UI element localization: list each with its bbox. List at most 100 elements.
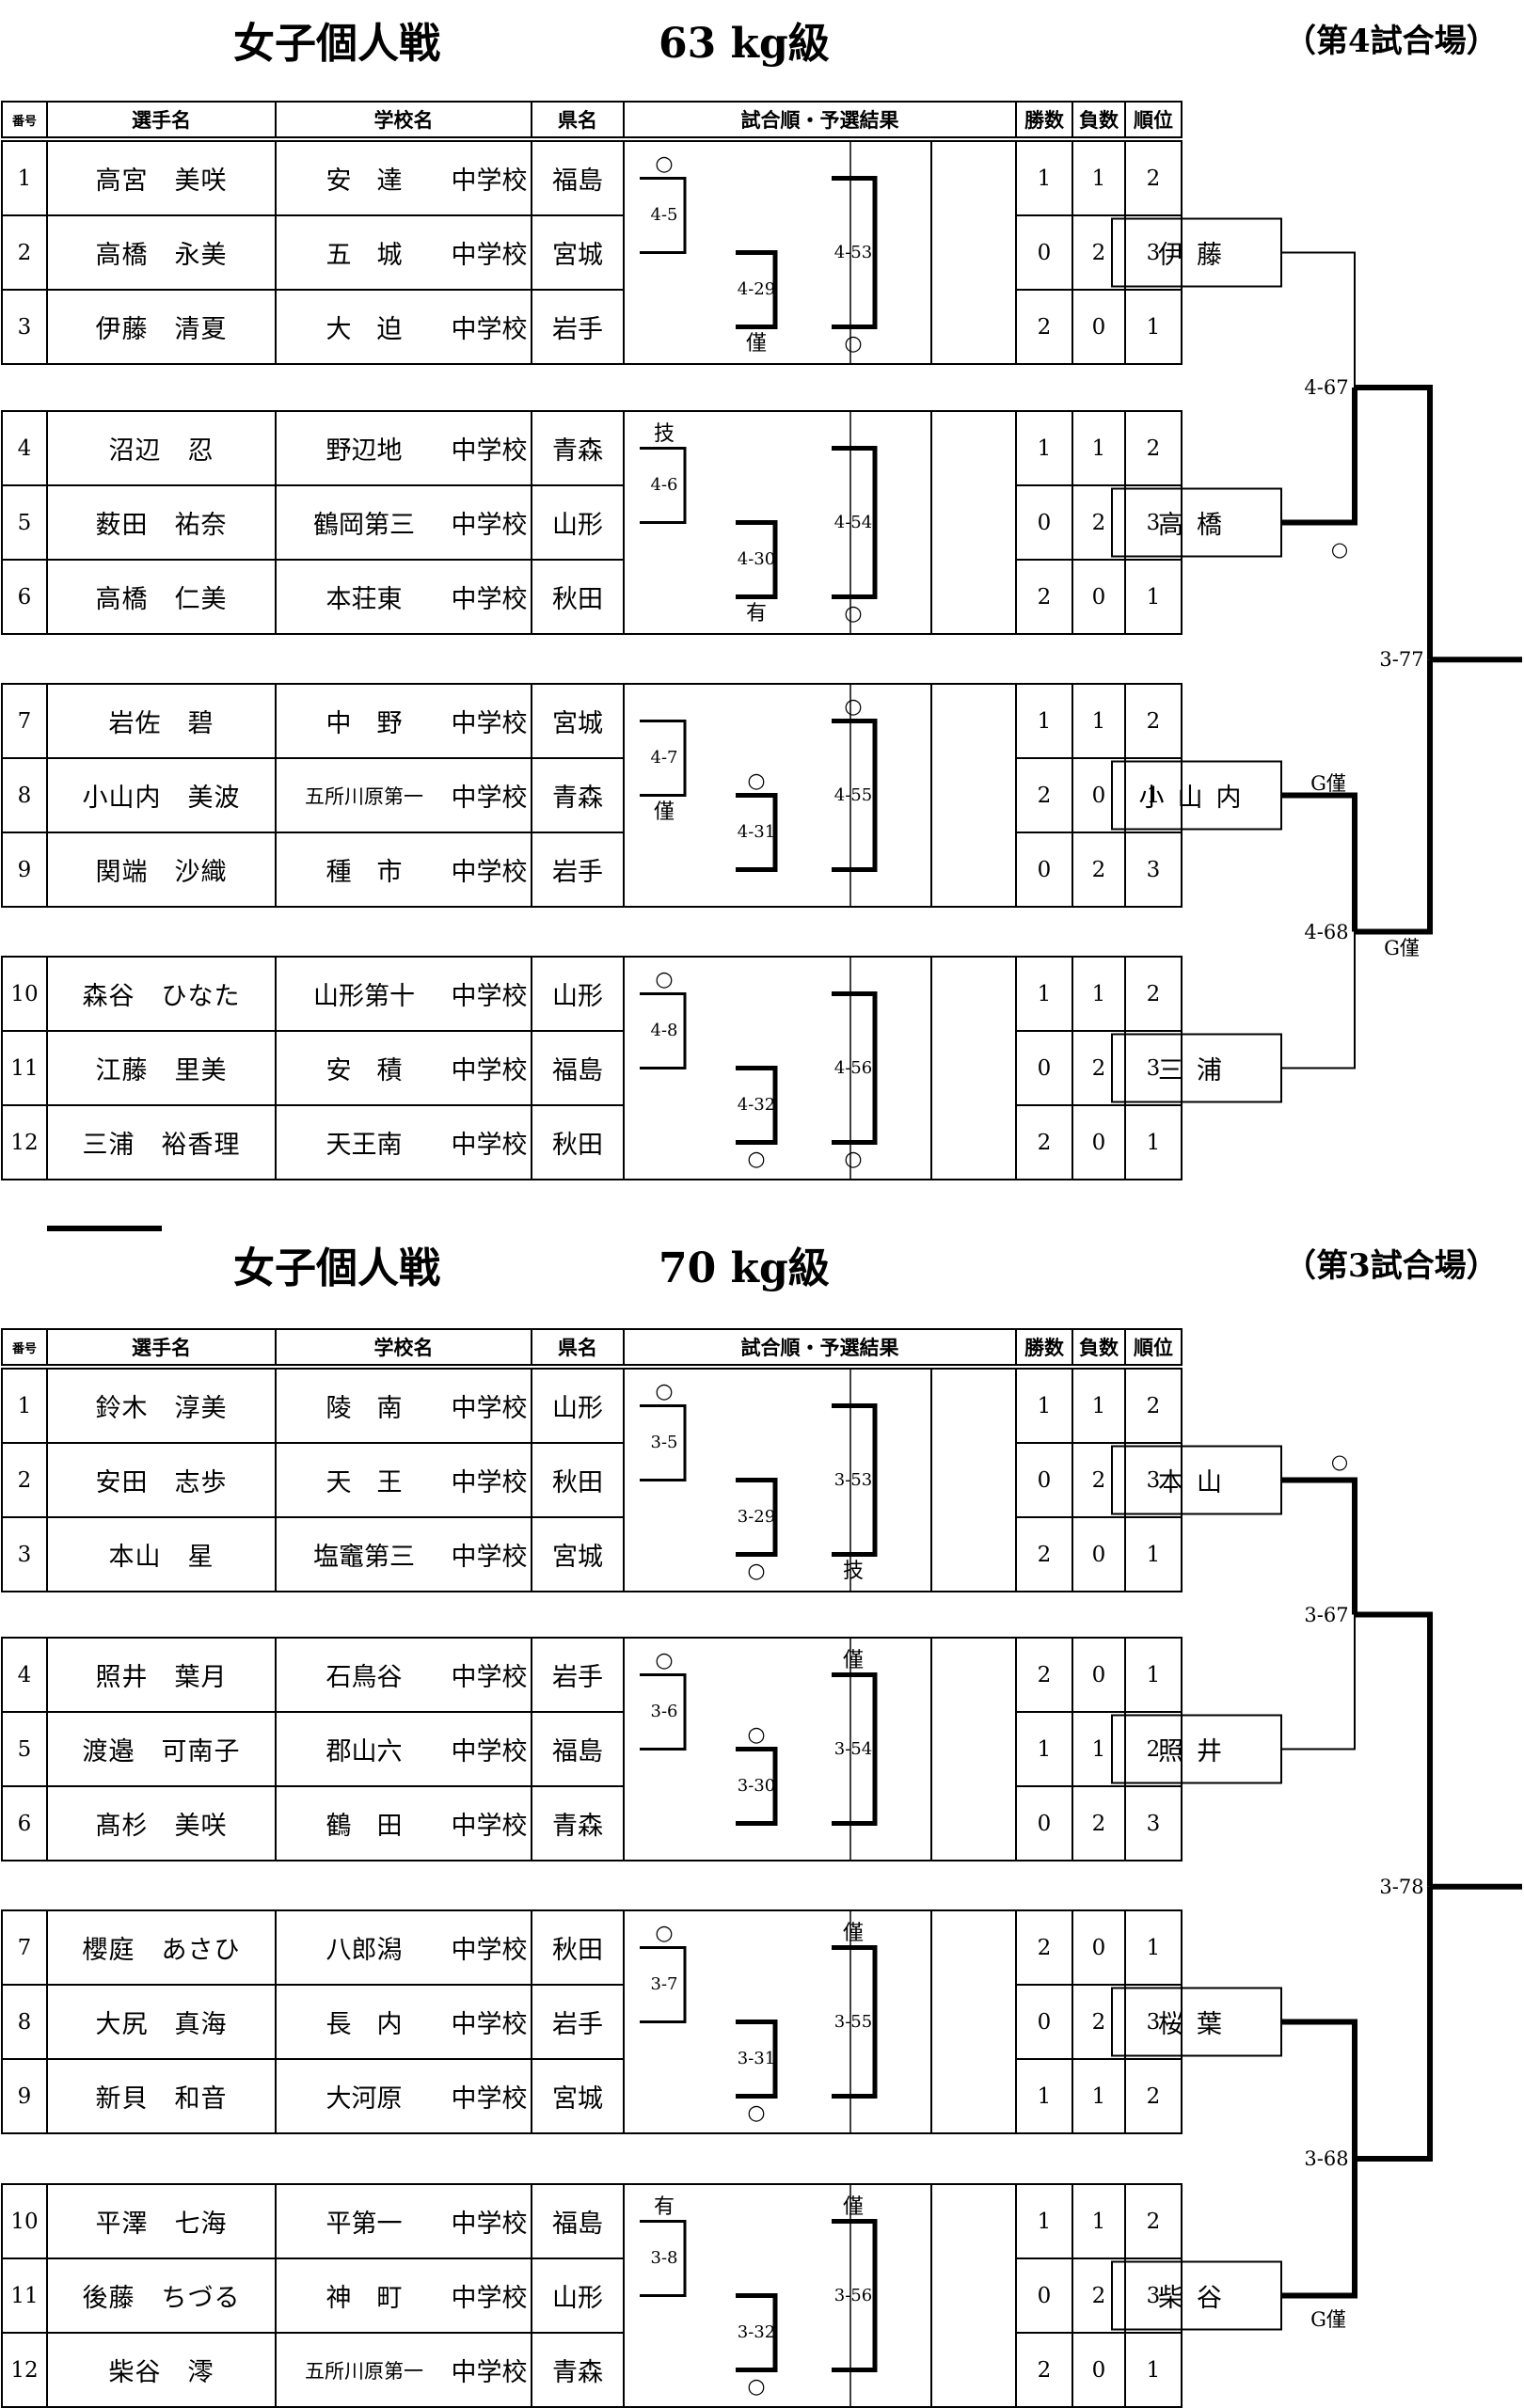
loss-count: 2 [1091, 2283, 1106, 2308]
group-table [1, 1637, 1183, 1861]
header-name: 選手名 [132, 1336, 191, 1359]
rank: 3 [1146, 1055, 1161, 1081]
match-bracket-3 [832, 176, 878, 329]
rank: 1 [1146, 783, 1161, 808]
semi-line [1281, 1614, 1356, 1751]
prefecture: 青森 [552, 2358, 603, 2387]
finalist-name: 照井 [1158, 1737, 1235, 1766]
player-number: 12 [10, 1130, 39, 1155]
match-bracket-2 [736, 1478, 778, 1557]
match-result-bottom: 僅 [745, 331, 768, 356]
win-count: 1 [1037, 981, 1052, 1006]
loss-count: 0 [1091, 314, 1106, 340]
school-suffix: 中学校 [451, 1663, 528, 1692]
rank: 2 [1146, 1393, 1161, 1418]
final-code: 3-78 [1379, 1875, 1424, 1898]
prefecture: 福島 [552, 2210, 603, 2239]
school-name: 石鳥谷 [325, 1663, 403, 1692]
school-name: 天王南 [325, 1131, 403, 1160]
rank: 2 [1146, 436, 1161, 461]
match-result-bottom: 有 [745, 601, 768, 626]
match-result-top: ○ [747, 1722, 766, 1747]
win-count: 1 [1037, 2209, 1052, 2234]
school-suffix: 中学校 [451, 2210, 528, 2239]
loss-count: 1 [1091, 2083, 1106, 2109]
prefecture: 岩手 [552, 858, 603, 887]
prefecture: 宮城 [552, 1543, 603, 1572]
semi-line [1281, 931, 1356, 1069]
group-table [1, 1368, 1183, 1592]
player-name: 高橋 永美 [95, 241, 228, 270]
player-number: 3 [17, 314, 32, 340]
school-name: 五所川原第一 [305, 2359, 423, 2383]
group-table [1, 410, 1183, 635]
player-name: 高橋 仁美 [95, 585, 228, 614]
school-suffix: 中学校 [451, 982, 528, 1011]
semi-result: G僅 [1384, 936, 1420, 959]
player-number: 3 [17, 1542, 32, 1567]
loss-count: 0 [1091, 1130, 1106, 1155]
match-result-top: ○ [655, 1648, 674, 1672]
prefecture: 宮城 [552, 709, 603, 738]
match-bracket-3 [832, 1403, 878, 1557]
match-code: 4-7 [650, 748, 678, 768]
match-bracket-3 [832, 446, 878, 599]
match-result-top: 僅 [842, 1921, 865, 1945]
player-number: 1 [17, 166, 32, 191]
win-count: 2 [1037, 1542, 1052, 1567]
match-bracket-1 [640, 1946, 687, 2023]
school-suffix: 中学校 [451, 709, 528, 738]
finalist-name: 小山内 [1138, 784, 1255, 813]
match-code: 3-56 [833, 2285, 873, 2305]
prefecture: 山形 [552, 511, 603, 540]
win-count: 1 [1037, 1393, 1052, 1418]
match-result-top: 技 [653, 421, 675, 446]
player-number: 4 [17, 1662, 32, 1687]
match-code: 3-7 [650, 1974, 678, 1994]
school-name: 五 城 [325, 241, 403, 270]
match-bracket-2 [736, 793, 778, 872]
match-bracket-1 [640, 2220, 687, 2297]
player-name: 森谷 ひなた [82, 982, 241, 1011]
win-count: 0 [1037, 2009, 1052, 2035]
final-code: 3-77 [1379, 648, 1424, 672]
player-number: 8 [17, 783, 32, 808]
win-count: 0 [1037, 2283, 1052, 2308]
school-name: 神 町 [325, 2284, 403, 2313]
school-name: 野辺地 [325, 436, 403, 466]
rank: 2 [1146, 981, 1161, 1006]
header-name: 選手名 [132, 108, 191, 132]
match-code: 3-30 [737, 1776, 776, 1796]
school-suffix: 中学校 [451, 1468, 528, 1497]
player-number: 2 [17, 1467, 32, 1493]
player-name: 新貝 和音 [95, 2084, 228, 2114]
win-count: 2 [1037, 584, 1052, 610]
semi-line [1281, 1479, 1356, 1615]
match-code: 4-30 [737, 549, 776, 569]
match-bracket-3 [832, 991, 878, 1145]
player-number: 4 [17, 436, 32, 461]
prefecture: 青森 [552, 436, 603, 466]
rank: 2 [1146, 166, 1161, 191]
match-code: 4-31 [737, 822, 776, 842]
loss-count: 1 [1091, 166, 1106, 191]
header-num: 番号 [11, 114, 37, 129]
header-pref: 県名 [558, 108, 597, 132]
win-count: 0 [1037, 240, 1052, 265]
rank: 1 [1146, 314, 1161, 340]
school-name: 長 内 [325, 2010, 403, 2039]
semi-result: G僅 [1310, 771, 1346, 795]
match-code: 3-55 [833, 2011, 873, 2032]
match-bracket-2 [736, 1747, 778, 1826]
header-losses: 負数 [1079, 1336, 1119, 1359]
win-count: 2 [1037, 783, 1052, 808]
match-code: 3-31 [737, 2049, 776, 2068]
school-suffix: 中学校 [451, 436, 528, 466]
player-number: 8 [17, 2009, 32, 2035]
final-line [1355, 1611, 1433, 1887]
header-rank: 順位 [1134, 108, 1173, 132]
school-name: 山形第十 [313, 982, 415, 1011]
player-name: 関端 沙織 [95, 858, 228, 887]
school-suffix: 中学校 [451, 166, 528, 196]
match-bracket-1 [640, 177, 687, 254]
